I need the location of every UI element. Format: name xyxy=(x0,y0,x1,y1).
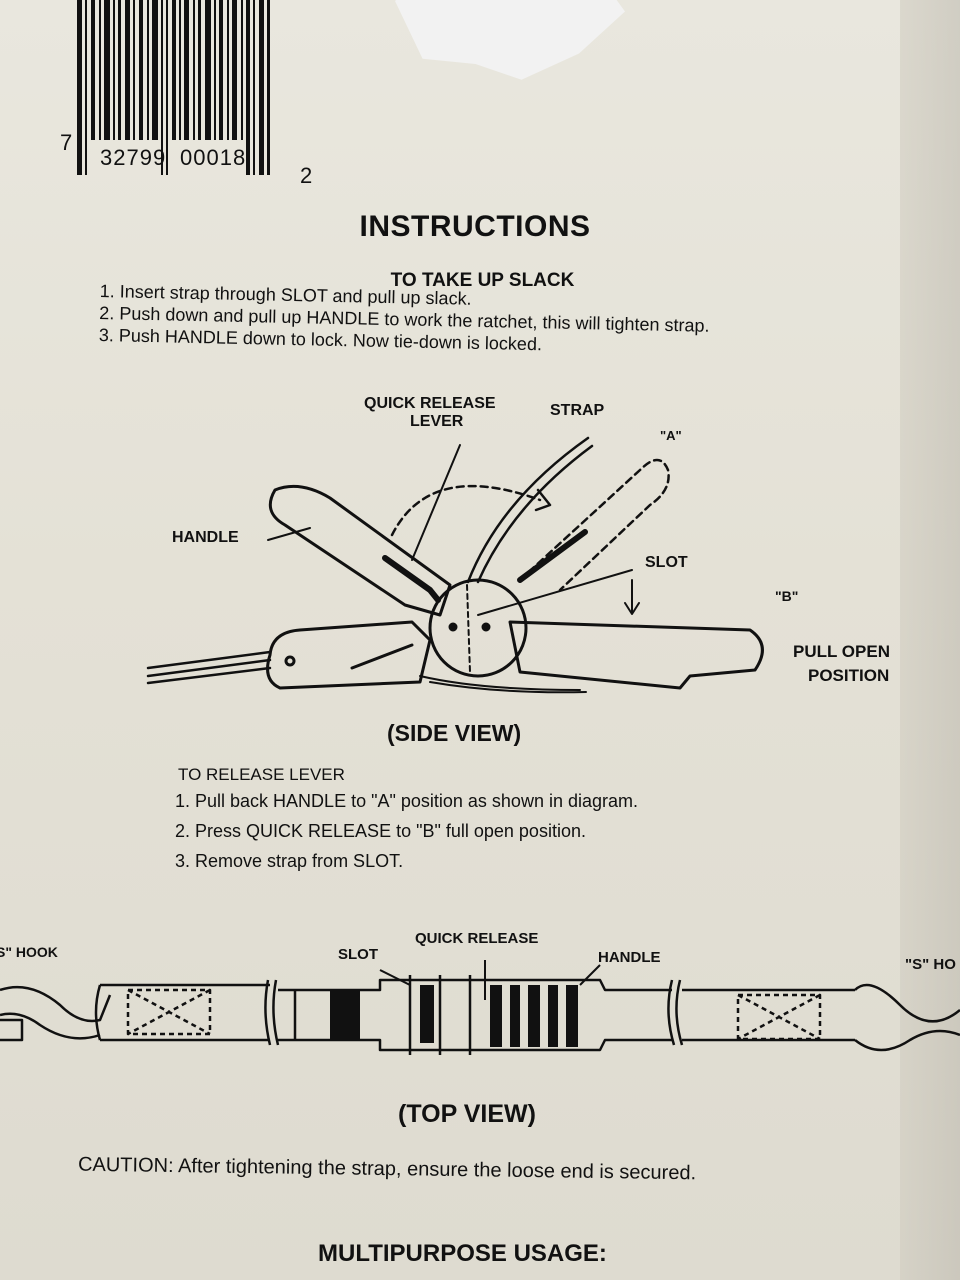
label-handle: HANDLE xyxy=(172,529,239,546)
label-lever: LEVER xyxy=(410,413,464,430)
release-lever-steps: 1. Pull back HANDLE to "A" position as s… xyxy=(175,786,638,876)
barcode-right-group: 00018 xyxy=(180,145,247,170)
label-position: POSITION xyxy=(808,666,890,685)
instructions-title: INSTRUCTIONS xyxy=(359,210,591,243)
top-label-s-hook-right: "S" HO xyxy=(905,956,956,973)
list-item: 2. Press QUICK RELEASE to "B" full open … xyxy=(175,821,586,841)
side-view-caption: (SIDE VIEW) xyxy=(387,720,522,746)
top-label-quick-release: QUICK RELEASE xyxy=(415,930,539,947)
label-pull-open: PULL OPEN xyxy=(793,642,890,661)
list-item: 1. Pull back HANDLE to "A" position as s… xyxy=(175,791,638,811)
label-position-b: "B" xyxy=(775,588,799,604)
barcode-first-digit: 7 xyxy=(60,130,74,155)
take-up-slack-heading: TO TAKE UP SLACK xyxy=(390,270,575,291)
label-strap: STRAP xyxy=(550,402,605,419)
label-quick-release: QUICK RELEASE xyxy=(364,395,496,412)
barcode-check-digit: 2 xyxy=(300,163,314,188)
multipurpose-heading: MULTIPURPOSE USAGE: xyxy=(318,1240,607,1267)
barcode-image xyxy=(77,0,270,175)
barcode-left-group: 32799 xyxy=(100,145,167,170)
top-view-caption: (TOP VIEW) xyxy=(398,1100,536,1128)
top-label-slot: SLOT xyxy=(338,946,378,963)
list-item: 3. Remove strap from SLOT. xyxy=(175,851,404,871)
top-label-handle: HANDLE xyxy=(598,949,661,966)
top-label-s-hook-left: S" HOOK xyxy=(0,944,58,960)
release-lever-heading: TO RELEASE LEVER xyxy=(178,765,345,784)
label-slot: SLOT xyxy=(645,554,688,571)
card-edge-shadow xyxy=(900,0,960,1280)
label-position-a: "A" xyxy=(660,428,682,443)
